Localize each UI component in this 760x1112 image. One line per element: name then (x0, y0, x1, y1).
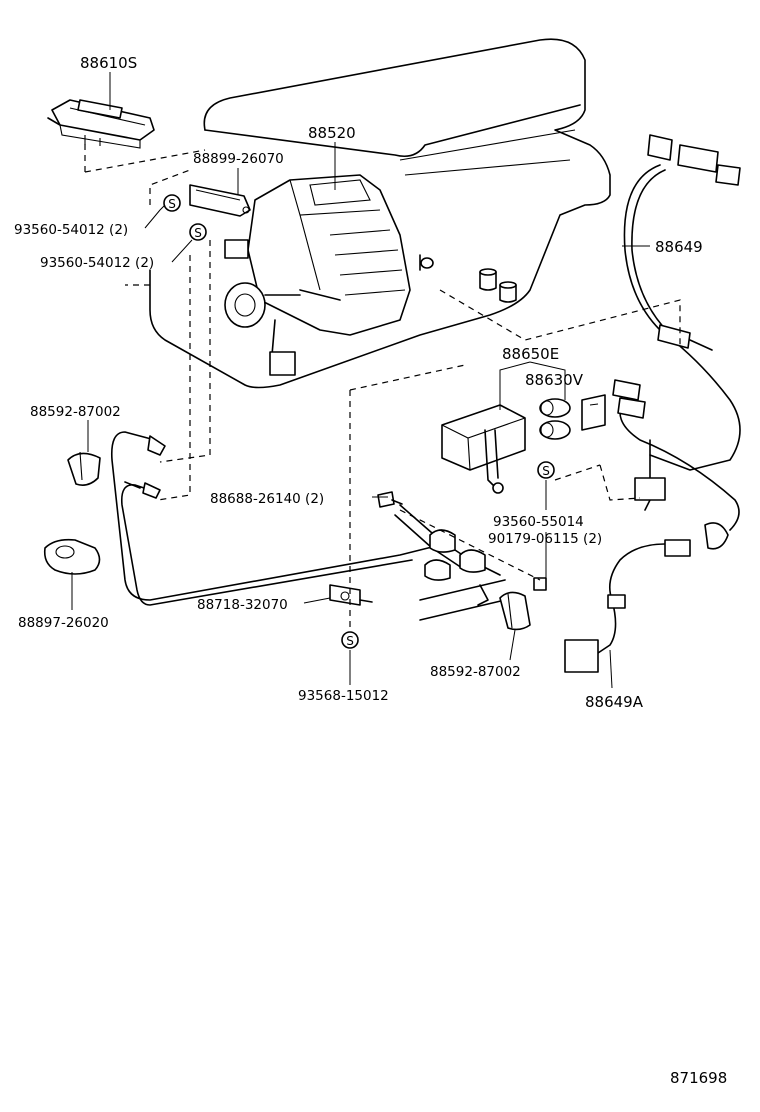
label-88630V: 88630V (525, 371, 584, 389)
label-88610S: 88610S (80, 54, 137, 72)
wire-harness-88649 (623, 134, 741, 471)
relay-set (539, 394, 606, 440)
screw-icon: S (537, 461, 555, 479)
screw-icon: S (189, 223, 207, 241)
label-88649A: 88649A (585, 693, 644, 711)
control-unit (441, 404, 526, 494)
label-88718-32070: 88718-32070 (197, 597, 288, 613)
loose-parts (43, 451, 531, 631)
label-88688-26140: 88688-26140 (2) (210, 491, 324, 507)
label-93560-54012-a: 93560-54012 (2) (14, 222, 128, 238)
reference-number: 871698 (670, 1069, 727, 1087)
label-88592-87002-b: 88592-87002 (430, 664, 521, 680)
leader-lines (71, 72, 650, 689)
svg-text:S: S (194, 226, 202, 240)
label-88592-87002-a: 88592-87002 (30, 404, 121, 420)
label-93568-15012: 93568-15012 (298, 688, 389, 704)
label-93560-55014: 93560-55014 (493, 514, 584, 530)
label-88650E: 88650E (502, 345, 559, 363)
svg-text:S: S (168, 197, 176, 211)
heater-unit (224, 174, 411, 376)
label-93560-54012-b: 93560-54012 (2) (40, 255, 154, 271)
climate-control-panel (47, 99, 155, 149)
sensor-bracket (189, 184, 251, 217)
wire-harness-88649A (564, 379, 740, 673)
svg-text:S: S (542, 464, 550, 478)
wire-tubes (110, 431, 547, 621)
label-88649: 88649 (655, 238, 703, 256)
part-labels: 88610S 88520 88899-26070 93560-54012 (2)… (14, 54, 727, 1087)
svg-text:S: S (346, 634, 354, 648)
screw-icon: S (341, 631, 359, 649)
dashed-leaders (84, 140, 681, 640)
label-88897-26020: 88897-26020 (18, 615, 109, 631)
label-88899-26070: 88899-26070 (193, 151, 284, 167)
screw-icon: S (163, 194, 181, 212)
screw-symbols: S S S S (163, 194, 555, 649)
label-88520: 88520 (308, 124, 356, 142)
engine-body (125, 38, 611, 389)
label-90179-06115: 90179-06115 (2) (488, 531, 602, 547)
